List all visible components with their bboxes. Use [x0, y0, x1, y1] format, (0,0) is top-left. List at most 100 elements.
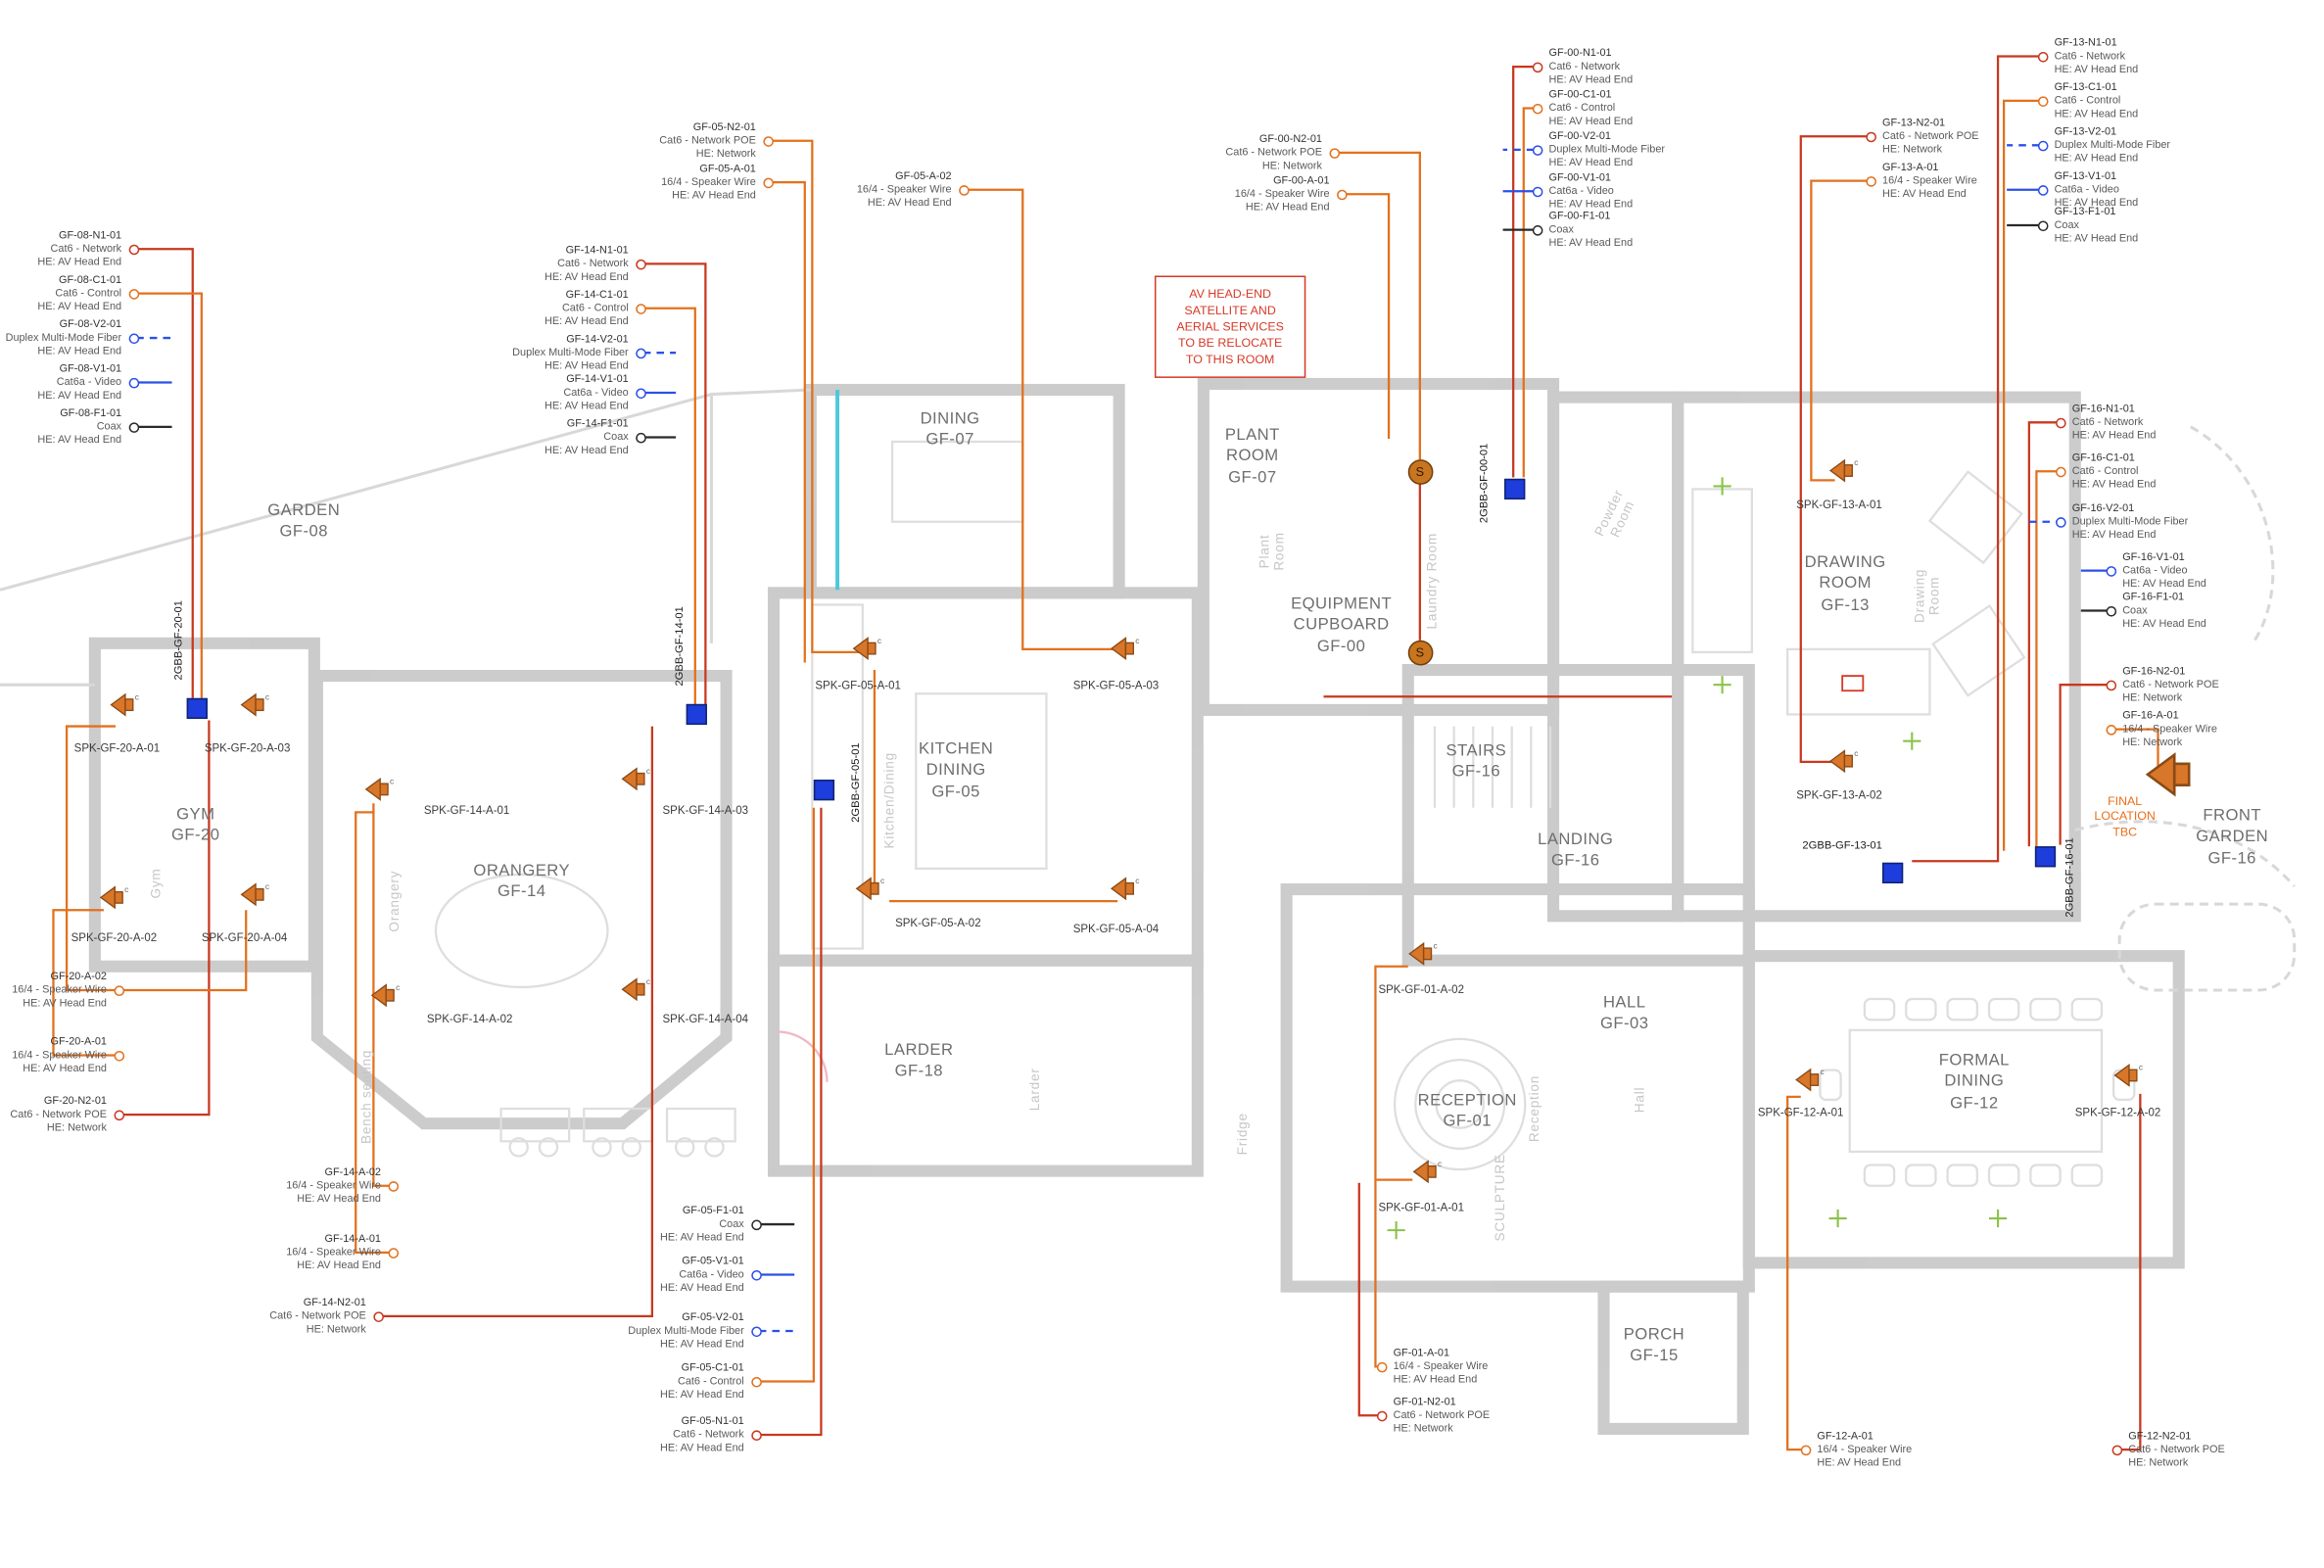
- speaker-label: SPK-GF-05-A-01: [815, 679, 901, 692]
- callout-destination: HE: Network: [1393, 1420, 1453, 1435]
- area-annotation: Bench seating: [358, 1049, 374, 1145]
- speaker-icon: c: [1110, 874, 1143, 911]
- speaker-icon: c: [364, 775, 397, 812]
- callout-destination: HE: AV Head End: [660, 1440, 744, 1453]
- speaker-horn-glyph: c: [1828, 457, 1858, 483]
- cable-wire: [136, 292, 203, 698]
- wire-terminal: [635, 347, 646, 358]
- svg-text:c: c: [1854, 748, 1858, 758]
- speaker-horn-glyph: c: [2113, 1063, 2143, 1087]
- wire-terminal: [635, 259, 646, 269]
- cable-wire: [119, 720, 211, 1117]
- wire-terminal: [2105, 679, 2116, 690]
- svg-text:c: c: [1854, 457, 1858, 467]
- callout-destination: HE: Network: [695, 145, 756, 160]
- callout-id: GF-16-C1-01: [2071, 450, 2135, 464]
- satellite-outlet: S: [1406, 640, 1433, 665]
- network-panel: [2034, 846, 2057, 868]
- callout-cable-type: 16/4 - Speaker Wire: [856, 181, 952, 196]
- cable-wire: [642, 307, 696, 707]
- speaker-icon-final-location: [2145, 746, 2206, 810]
- panel-label: 2GBB-GF-16-01: [2062, 837, 2076, 918]
- panel-label: 2GBB-GF-13-01: [1802, 837, 1882, 852]
- callout-destination: HE: Network: [2122, 689, 2183, 703]
- speaker-icon: c: [370, 980, 403, 1018]
- speaker-horn-glyph: c: [240, 691, 269, 717]
- speaker-label: SPK-GF-01-A-02: [1378, 982, 1464, 997]
- svg-text:c: c: [135, 691, 139, 701]
- callout-cable-type: Cat6 - Network: [50, 241, 122, 255]
- svg-text:c: c: [877, 636, 881, 645]
- callout-id: GF-05-A-01: [699, 161, 756, 175]
- cable-wire: [642, 262, 707, 707]
- speaker-horn-glyph: c: [1110, 636, 1139, 661]
- wire-terminal: [1532, 103, 1542, 114]
- callout-id: GF-20-A-01: [50, 1034, 107, 1048]
- speaker-horn-glyph: c: [1110, 876, 1139, 901]
- room-label: GYM GF-20: [171, 805, 220, 845]
- callout-id: GF-14-V1-01: [566, 371, 629, 386]
- network-panel: [1882, 862, 1904, 883]
- callout-id: GF-00-C1-01: [1548, 87, 1612, 101]
- room-label: DINING GF-07: [920, 409, 980, 450]
- svg-text:c: c: [1438, 1159, 1442, 1168]
- callout-cable-type: Duplex Multi-Mode Fiber: [1548, 141, 1665, 156]
- callout-id: GF-13-F1-01: [2054, 204, 2116, 218]
- callout-destination: HE: AV Head End: [37, 298, 122, 312]
- callout-id: GF-14-C1-01: [565, 287, 629, 301]
- speaker-icon: c: [1795, 1065, 1827, 1102]
- network-panel: [1504, 478, 1526, 500]
- callout-id: GF-05-N1-01: [681, 1413, 744, 1428]
- speaker-label: SPK-GF-05-A-03: [1072, 679, 1160, 692]
- callout-destination: HE: AV Head End: [37, 254, 122, 268]
- callout-cable-type: 16/4 - Speaker Wire: [12, 1047, 107, 1062]
- wire-terminal: [1336, 188, 1347, 200]
- cable-wire: [355, 811, 397, 1254]
- callout-cable-type: Cat6 - Network POE: [269, 1307, 366, 1322]
- wire-terminal: [2055, 516, 2065, 528]
- callout-id: GF-00-V1-01: [1548, 169, 1611, 184]
- speaker-label: SPK-GF-20-A-01: [73, 740, 161, 755]
- speaker-icon: c: [1110, 634, 1143, 671]
- wire-terminal: [1865, 175, 1876, 186]
- callout-destination: HE: AV Head End: [37, 431, 122, 446]
- callout-id: GF-00-N1-01: [1548, 45, 1612, 60]
- cable-wire: [770, 181, 806, 663]
- speaker-horn-glyph: c: [370, 982, 400, 1008]
- callout-id: GF-16-N2-01: [2122, 663, 2186, 678]
- callout-id: GF-08-V1-01: [59, 361, 122, 375]
- cable-wire: [2002, 99, 2040, 851]
- wire-terminal: [1376, 1361, 1387, 1372]
- final-location-note: FINAL LOCATION TBC: [2094, 794, 2156, 838]
- callout-destination: HE: AV Head End: [2054, 150, 2139, 165]
- callout-destination: HE: AV Head End: [2122, 615, 2206, 630]
- callout-id: GF-00-F1-01: [1548, 209, 1611, 222]
- speaker-horn-glyph: c: [852, 636, 881, 661]
- wire-terminal: [127, 288, 139, 299]
- svg-text:c: c: [646, 976, 650, 986]
- wire-terminal: [1800, 1444, 1811, 1455]
- svg-text:c: c: [265, 691, 269, 701]
- callout-cable-type: 16/4 - Speaker Wire: [286, 1244, 381, 1259]
- callout-id: GF-05-C1-01: [681, 1360, 744, 1374]
- callout-cable-type: Cat6 - Network POE: [2128, 1441, 2225, 1455]
- wire-terminal: [372, 1310, 384, 1322]
- callout-id: GF-08-F1-01: [60, 405, 122, 420]
- cable-wire: [1337, 151, 1421, 460]
- speaker-icon: c: [240, 689, 272, 727]
- callout-destination: HE: AV Head End: [1548, 234, 1634, 249]
- callout-destination: HE: AV Head End: [1817, 1454, 1902, 1468]
- callout-id: GF-16-V2-01: [2071, 500, 2135, 514]
- wire-terminal: [750, 1218, 762, 1230]
- svg-text:c: c: [646, 766, 650, 776]
- svg-text:c: c: [390, 777, 394, 786]
